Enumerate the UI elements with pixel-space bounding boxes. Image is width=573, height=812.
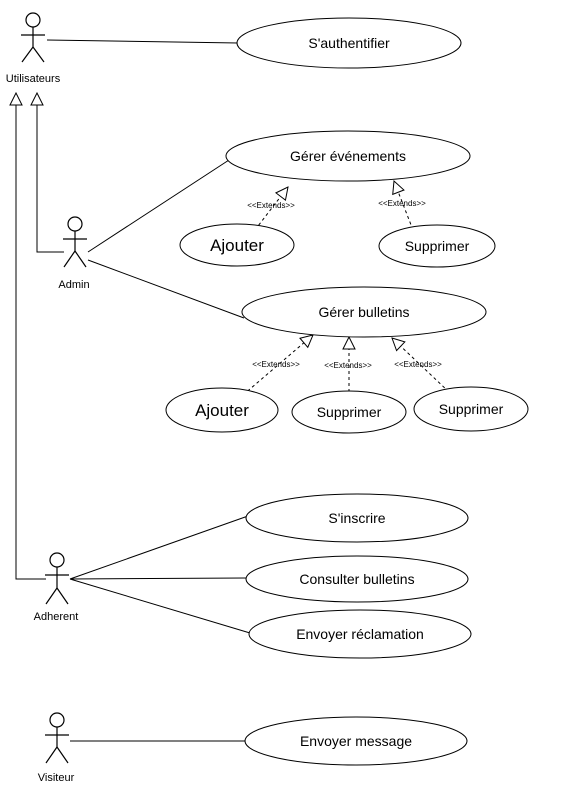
association-adherent-reclamation xyxy=(69,578,251,634)
actor-label-admin: Admin xyxy=(58,279,89,291)
association-admin-gerer-evenements xyxy=(87,159,230,253)
use-case-supprimer-evenement[interactable]: Supprimer xyxy=(378,224,496,268)
actor-utilisateurs[interactable] xyxy=(21,12,45,63)
association-adherent-consulter xyxy=(69,577,247,580)
actor-head-icon xyxy=(49,712,65,728)
stereotype-label: <<Extends>> xyxy=(247,201,295,210)
svg-text:Supprimer: Supprimer xyxy=(317,404,382,420)
use-case-envoyer-reclamation[interactable]: Envoyer réclamation xyxy=(248,609,472,659)
association-admin-gerer-bulletins xyxy=(87,259,245,319)
stereotype-label: <<Extends>> xyxy=(394,360,442,369)
actor-label-utilisateurs: Utilisateurs xyxy=(6,73,61,85)
extend-supprimer-bulletin-2 xyxy=(392,338,450,393)
actor-label-visiteur: Visiteur xyxy=(38,772,75,784)
use-case-authentifier[interactable]: S'authentifier xyxy=(236,17,462,69)
generalization-admin-to-utilisateurs xyxy=(37,93,64,253)
stereotype-label: <<Extends>> xyxy=(252,360,300,369)
use-case-supprimer-bulletin-1[interactable]: Supprimer xyxy=(291,390,407,434)
svg-text:S'inscrire: S'inscrire xyxy=(328,510,385,526)
svg-text:Gérer bulletins: Gérer bulletins xyxy=(318,304,409,320)
use-case-ajouter-bulletin[interactable]: Ajouter xyxy=(165,387,279,433)
svg-text:Supprimer: Supprimer xyxy=(405,238,470,254)
use-case-gerer-bulletins[interactable]: Gérer bulletins xyxy=(241,286,487,338)
use-case-consulter-bulletins[interactable]: Consulter bulletins xyxy=(245,555,469,603)
svg-text:Envoyer message: Envoyer message xyxy=(300,733,412,749)
actor-head-icon xyxy=(67,216,83,232)
svg-text:Supprimer: Supprimer xyxy=(439,401,504,417)
svg-text:Ajouter: Ajouter xyxy=(195,401,249,420)
use-case-inscrire[interactable]: S'inscrire xyxy=(245,493,469,543)
svg-text:Gérer événements: Gérer événements xyxy=(290,148,406,164)
actor-label-adherent: Adherent xyxy=(34,611,79,623)
actor-admin[interactable] xyxy=(63,216,87,268)
actor-head-icon xyxy=(49,552,65,568)
svg-text:Ajouter: Ajouter xyxy=(210,236,264,255)
association-adherent-inscrire xyxy=(69,515,249,580)
stereotype-label: <<Extends>> xyxy=(324,361,372,370)
use-case-ajouter-evenement[interactable]: Ajouter xyxy=(179,223,295,267)
svg-text:Consulter bulletins: Consulter bulletins xyxy=(299,571,414,587)
actor-head-icon xyxy=(25,12,41,28)
stereotype-label: <<Extends>> xyxy=(378,199,426,208)
use-case-gerer-evenements[interactable]: Gérer événements xyxy=(225,130,471,182)
actor-adherent[interactable] xyxy=(45,552,69,605)
svg-text:Envoyer réclamation: Envoyer réclamation xyxy=(296,626,424,642)
association-utilisateurs-authentifier xyxy=(46,39,239,44)
generalization-adherent-to-utilisateurs xyxy=(16,93,46,580)
use-case-envoyer-message[interactable]: Envoyer message xyxy=(244,716,468,766)
use-case-supprimer-bulletin-2[interactable]: Supprimer xyxy=(413,386,529,432)
svg-text:S'authentifier: S'authentifier xyxy=(308,35,390,51)
extend-supprimer-evenement xyxy=(394,181,414,231)
actor-visiteur[interactable] xyxy=(45,712,69,764)
